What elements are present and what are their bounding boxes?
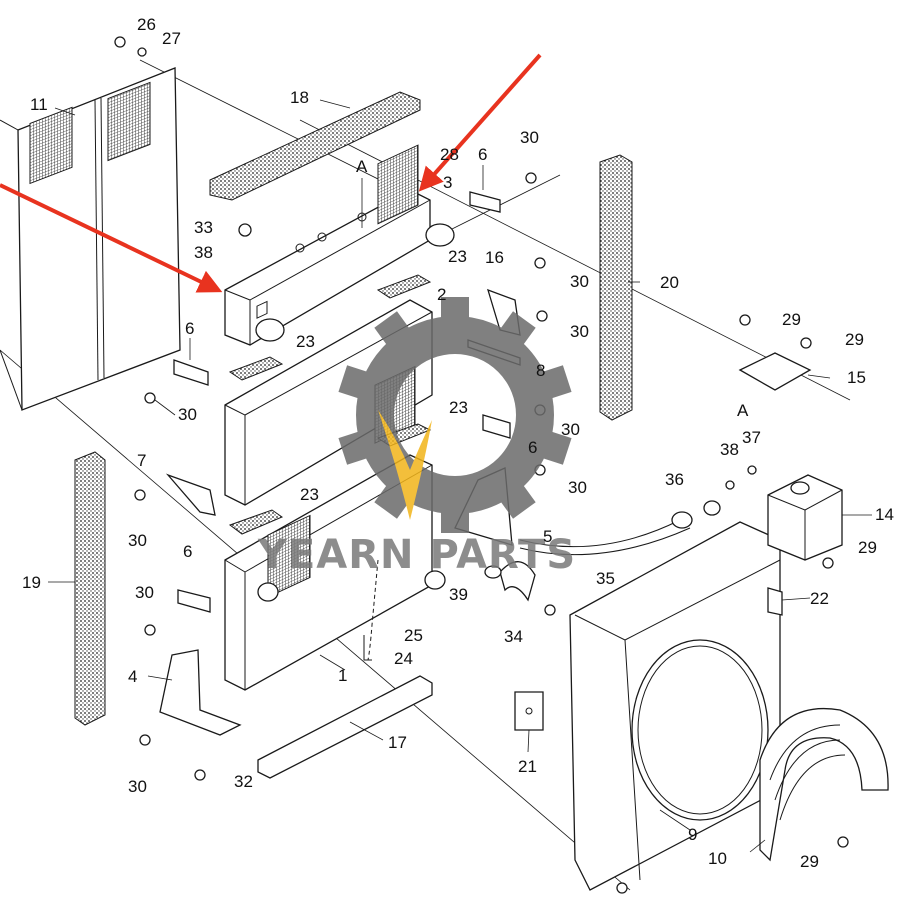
mounting-plate (738, 352, 812, 391)
callout-28: 28 (440, 145, 459, 164)
foam-post-left (74, 451, 106, 726)
gear-tooth (374, 311, 415, 353)
highlight-arrows (0, 53, 542, 293)
callout-9: 9 (688, 825, 697, 844)
gear-tooth (338, 428, 376, 465)
callout-30-r4: 30 (568, 478, 587, 497)
callout-34: 34 (504, 627, 523, 646)
callout-33: 33 (194, 218, 213, 237)
gear-tooth (534, 365, 572, 402)
gear-tooth (441, 297, 469, 327)
callout-20: 20 (660, 273, 679, 292)
gear-tooth (534, 428, 572, 465)
callout-29-c: 29 (858, 538, 877, 557)
radiator-cap (671, 500, 721, 529)
callout-18: 18 (290, 88, 309, 107)
callout-30-l1: 30 (178, 405, 197, 424)
callout-23-top: 23 (448, 247, 467, 266)
gear-icon (338, 297, 572, 533)
fan-shroud (569, 521, 781, 891)
gear-tooth (495, 477, 536, 519)
fan-guard (759, 708, 889, 862)
callout-10: 10 (708, 849, 727, 868)
callout-27: 27 (162, 29, 181, 48)
callout-15: 15 (847, 368, 866, 387)
callout-30-l3: 30 (135, 583, 154, 602)
callout-29-a: 29 (782, 310, 801, 329)
bolts (114, 36, 849, 894)
upper-tank (224, 189, 455, 346)
watermark: YEARN PARTS (257, 297, 576, 578)
watermark-text: YEARN PARTS (257, 532, 576, 578)
small-plates (514, 587, 783, 731)
callout-6-low: 6 (183, 542, 192, 561)
callout-37: 37 (742, 428, 761, 447)
callout-2: 2 (437, 285, 446, 304)
callout-6-left: 6 (185, 319, 194, 338)
callout-labels: 11 26 27 18 A 28 3 6 30 33 38 23 16 30 2… (22, 15, 894, 871)
callout-19: 19 (22, 573, 41, 592)
callout-11: 11 (30, 95, 48, 114)
hoses (484, 519, 691, 602)
callout-7: 7 (137, 451, 146, 470)
callout-23-mid: 23 (449, 398, 468, 417)
callout-23-left: 23 (296, 332, 315, 351)
callout-4: 4 (128, 667, 137, 686)
leader-lines (48, 99, 872, 853)
callout-30-r2: 30 (570, 322, 589, 341)
core-lower (224, 365, 446, 691)
gear-tooth (495, 311, 536, 353)
callout-39: 39 (449, 585, 468, 604)
bottom-bar (257, 675, 433, 779)
callout-29-b: 29 (845, 330, 864, 349)
callout-ref-a-top: A (356, 157, 368, 176)
callout-23-low: 23 (300, 485, 319, 504)
drain-hose (363, 559, 379, 661)
callout-38-left: 38 (194, 243, 213, 262)
door-panel (0, 67, 181, 411)
callout-8: 8 (536, 361, 545, 380)
callout-30-l2: 30 (128, 531, 147, 550)
callout-25: 25 (404, 626, 423, 645)
foam-strip-top (209, 91, 421, 201)
callout-6-top: 6 (478, 145, 487, 164)
callout-32: 32 (234, 772, 253, 791)
foam-post-right (599, 154, 633, 421)
callout-21: 21 (518, 757, 537, 776)
flame-accent-icon (378, 410, 432, 520)
callout-35: 35 (596, 569, 615, 588)
callout-30-r1: 30 (570, 272, 589, 291)
callout-1: 1 (338, 666, 347, 685)
callout-17: 17 (388, 733, 407, 752)
callout-16: 16 (485, 248, 504, 267)
callout-30-l4: 30 (128, 777, 147, 796)
gear-tooth (441, 503, 469, 533)
gear-tooth (338, 365, 376, 402)
callout-30-top: 30 (520, 128, 539, 147)
reservoir-tank (767, 474, 843, 561)
lower-bracket (159, 649, 242, 736)
callout-3: 3 (443, 173, 452, 192)
callout-ref-a-right: A (737, 401, 749, 420)
callout-22: 22 (810, 589, 829, 608)
callout-24: 24 (394, 649, 413, 668)
callout-36: 36 (665, 470, 684, 489)
callout-38-right: 38 (720, 440, 739, 459)
callout-26: 26 (137, 15, 156, 34)
callout-14: 14 (875, 505, 894, 524)
callout-30-r3: 30 (561, 420, 580, 439)
callout-5: 5 (543, 527, 552, 546)
callout-6-right: 6 (528, 438, 537, 457)
callout-29-d: 29 (800, 852, 819, 871)
